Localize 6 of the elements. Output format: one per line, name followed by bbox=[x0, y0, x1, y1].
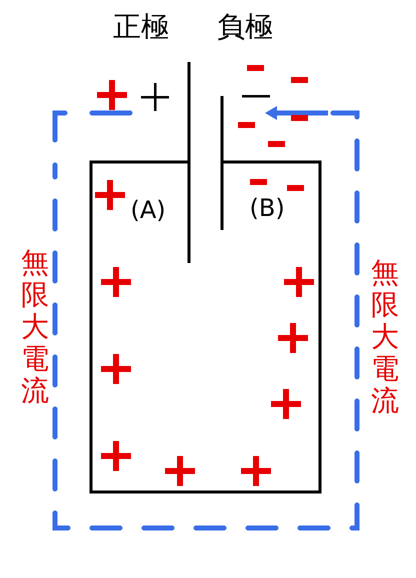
plate-label: (A) bbox=[130, 198, 166, 222]
plate-label: (B) bbox=[250, 196, 285, 220]
side-label: 無限大電流 bbox=[371, 256, 399, 418]
side-label: 無限大電流 bbox=[21, 246, 49, 408]
terminal-label: 正極 bbox=[113, 13, 169, 41]
terminal-label: 負極 bbox=[217, 13, 273, 41]
